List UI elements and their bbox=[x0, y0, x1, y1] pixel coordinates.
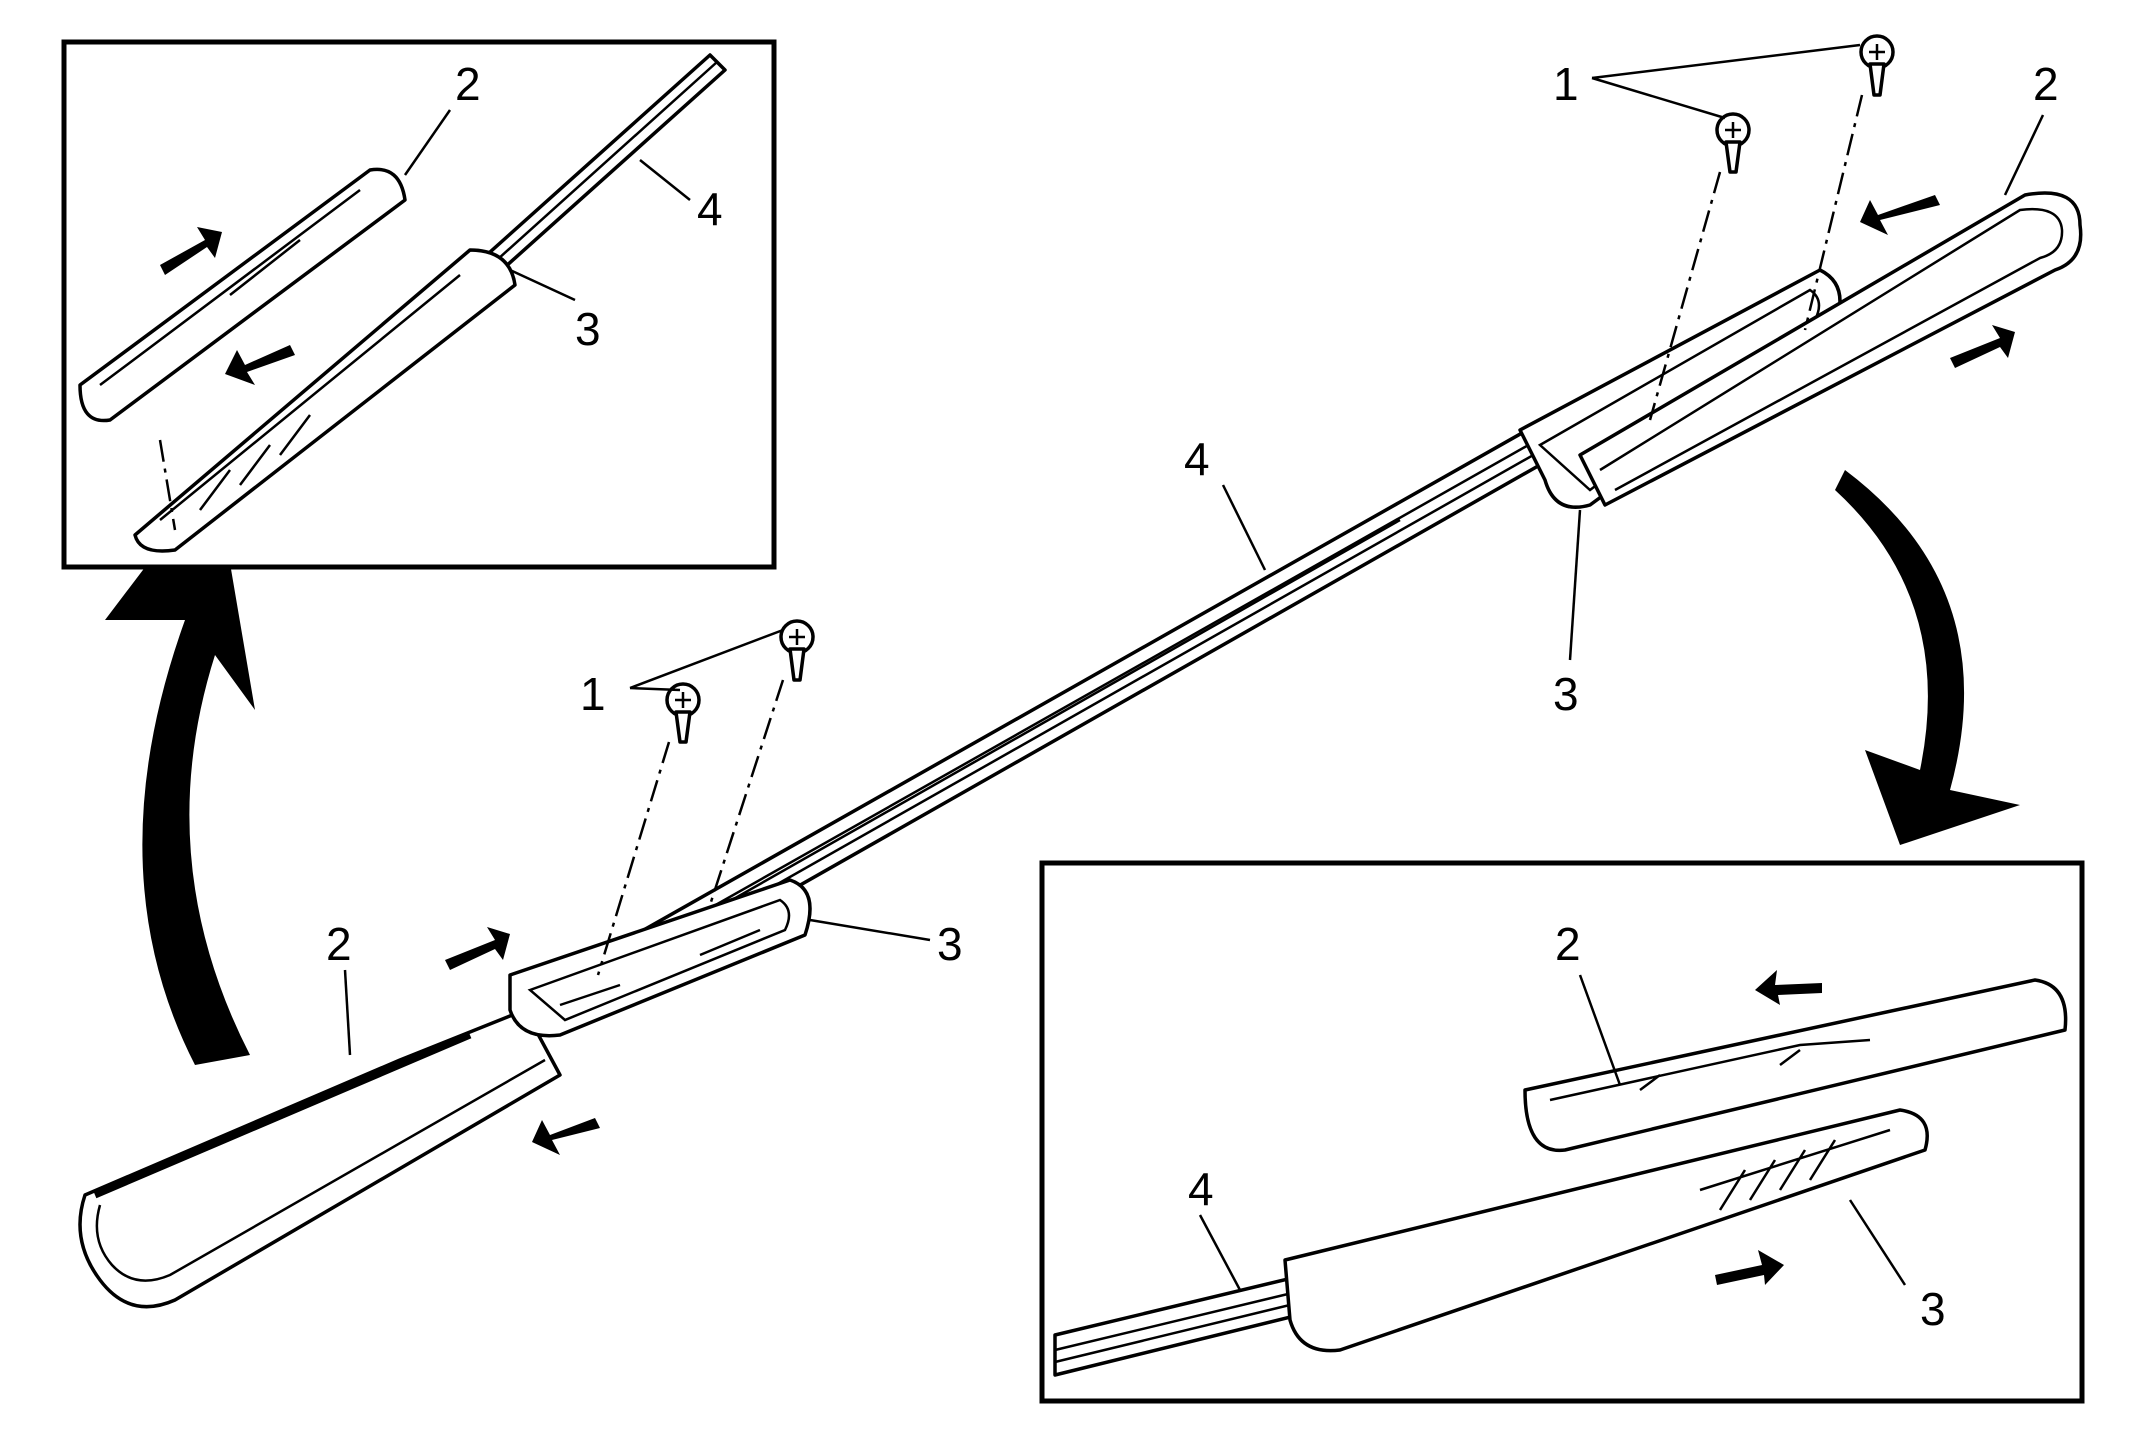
callout-4-inset-lower: 4 bbox=[1188, 1163, 1214, 1215]
arrow-icon bbox=[1755, 970, 1822, 1005]
callout-3-upper-right: 3 bbox=[1553, 668, 1579, 720]
arrow-icon bbox=[1860, 195, 1940, 235]
callout-2-inset-upper: 2 bbox=[455, 58, 481, 110]
arrow-icon bbox=[225, 345, 295, 385]
callout-4-inset-upper: 4 bbox=[697, 183, 723, 235]
callout-3-inset-lower: 3 bbox=[1920, 1283, 1946, 1335]
callout-1-lower: 1 bbox=[580, 668, 606, 720]
arrow-icon bbox=[532, 1118, 600, 1155]
inset-lower-right bbox=[1039, 860, 2085, 1404]
callout-2-lower-left: 2 bbox=[326, 918, 352, 970]
screw-icon bbox=[1715, 112, 1751, 174]
callout-2-inset-lower: 2 bbox=[1555, 918, 1581, 970]
arrow-icon bbox=[160, 227, 222, 275]
callout-3-lower-left: 3 bbox=[937, 918, 963, 970]
end-cap-left bbox=[78, 1008, 562, 1309]
arrow-icon bbox=[1715, 1250, 1784, 1285]
arrow-icon bbox=[1950, 325, 2015, 368]
callout-3-inset-upper: 3 bbox=[575, 303, 601, 355]
curved-arrow-icon bbox=[1835, 470, 2020, 845]
end-cap-right bbox=[1578, 191, 2083, 507]
screw-icon bbox=[779, 619, 815, 682]
callout-4-main: 4 bbox=[1184, 433, 1210, 485]
screw-icon bbox=[665, 682, 701, 744]
screw-icon bbox=[1859, 34, 1895, 97]
callout-2-upper-right: 2 bbox=[2033, 58, 2059, 110]
callout-1-upper: 1 bbox=[1553, 58, 1579, 110]
arrow-icon bbox=[445, 927, 510, 970]
curved-arrow-icon bbox=[105, 475, 255, 1065]
clip-lower-left bbox=[508, 878, 812, 1038]
main-assembly bbox=[78, 34, 2083, 1309]
inset-upper-left bbox=[61, 39, 777, 570]
